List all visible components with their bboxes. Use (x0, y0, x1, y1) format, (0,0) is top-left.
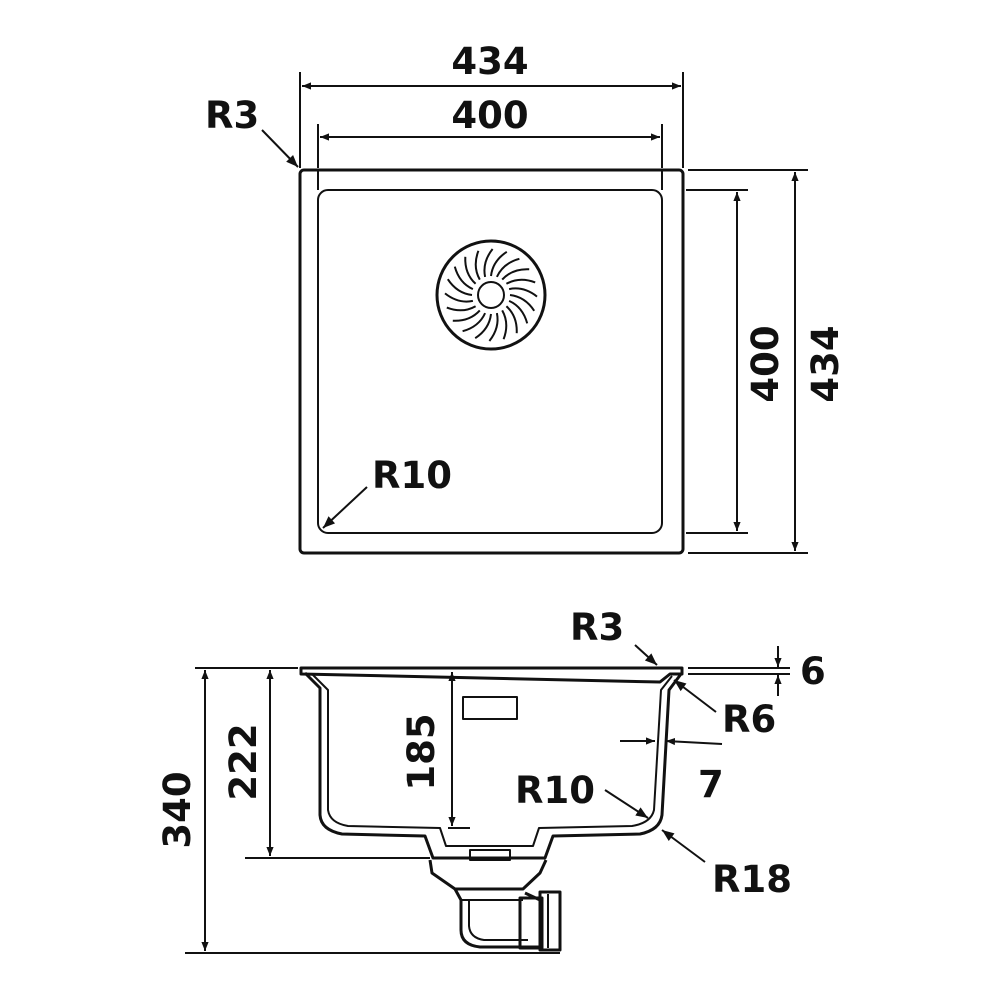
bottom-inner-radius-label: R10 (515, 769, 595, 812)
strainer-slot (464, 256, 477, 285)
wall-thickness-label: 7 (698, 763, 724, 806)
sink-bowl-inner-profile (311, 673, 673, 847)
rim-inner-radius-label: R6 (722, 698, 776, 741)
drain-siphon-icon (428, 849, 562, 952)
side-view: 340 222 185 R3 6 R6 7 R10 R18 (156, 606, 826, 954)
strainer-slot (490, 250, 508, 277)
strainer-slot (508, 299, 529, 324)
rim-inner-radius-leader (673, 679, 717, 713)
outer-width-label: 434 (451, 40, 528, 83)
bottom-outer-radius-label: R18 (712, 858, 792, 901)
strainer-slot (508, 287, 538, 298)
outer-corner-radius-label: R3 (205, 94, 259, 137)
inner-height-label: 400 (744, 325, 787, 402)
strainer-slot (446, 305, 477, 312)
depth-with-drain-label: 222 (222, 723, 265, 800)
sink-outer-rim (298, 168, 685, 555)
wall-thickness-arrow-right (665, 737, 723, 746)
bottom-outer-radius-leader (661, 829, 706, 863)
drain-strainer-icon (435, 239, 547, 351)
strainer-slot (462, 312, 487, 333)
strainer-slot (452, 309, 481, 322)
strainer-slot (501, 268, 530, 281)
strainer-slot (505, 278, 536, 285)
outer-corner-radius-leader (261, 129, 299, 168)
bowl-depth-label: 185 (400, 713, 443, 790)
top-view: 434 400 400 434 R3 R10 (205, 40, 847, 555)
strainer-slot (495, 257, 520, 278)
sink-rim-flange (299, 666, 684, 684)
rim-radius-label: R3 (570, 606, 624, 649)
strainer-slot (453, 266, 474, 291)
strainer-slot (474, 250, 481, 281)
sink-bowl-outer-profile (303, 671, 683, 860)
strainer-slot (446, 278, 473, 296)
inner-width-label: 400 (451, 94, 528, 137)
outer-height-label: 434 (804, 325, 847, 402)
rim-radius-leader (634, 644, 658, 666)
total-height-label: 340 (156, 771, 199, 848)
inner-corner-radius-leader (322, 486, 368, 529)
overflow-slot (462, 696, 518, 720)
inner-corner-radius-label: R10 (372, 454, 452, 497)
strainer-slot (509, 294, 536, 312)
bottom-inner-radius-leader (604, 789, 649, 819)
strainer-slot (474, 313, 492, 340)
sink-bowl-inner (317, 189, 663, 534)
strainer-slot (488, 312, 499, 342)
strainer-slot (501, 309, 508, 340)
strainer-slot (444, 292, 474, 303)
strainer-slot (483, 248, 494, 278)
strainer-slot (505, 305, 518, 334)
rim-thickness-label: 6 (800, 650, 826, 693)
